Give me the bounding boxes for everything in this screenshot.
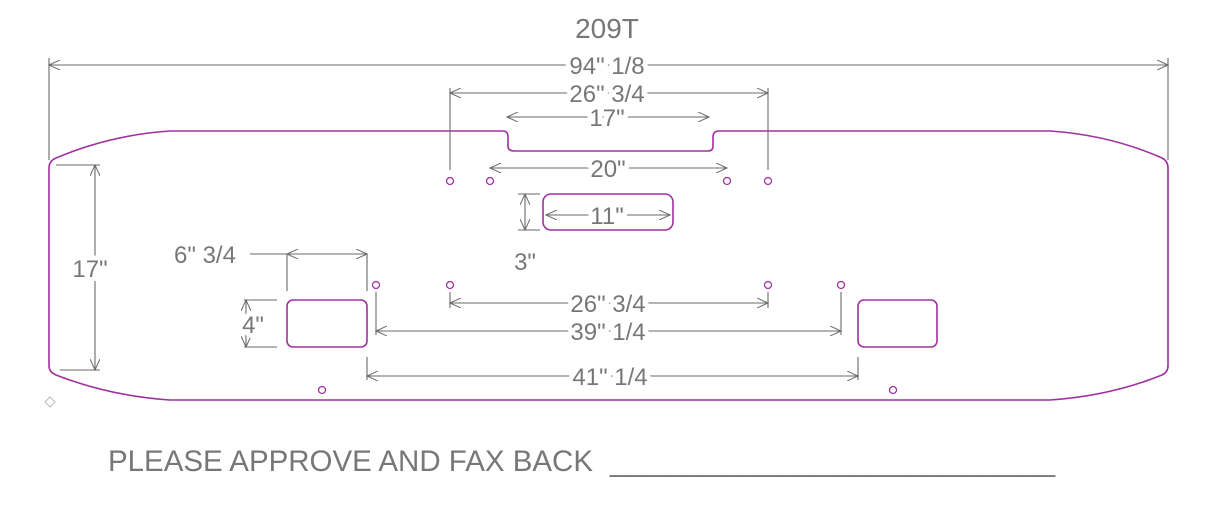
approval-text: PLEASE APPROVE AND FAX BACK	[108, 445, 593, 478]
dim-cutout-spacing: 41" 1/4	[572, 364, 647, 391]
dimension-lines	[49, 58, 1168, 380]
mounting-holes	[317, 176, 898, 395]
bumper-outline	[48, 130, 1169, 401]
right-light-cutout	[857, 299, 938, 348]
dim-light-cutout-width: 6" 3/4	[174, 242, 236, 269]
dim-notch-width: 17"	[589, 105, 624, 132]
dim-inner-top-hole-spacing: 20"	[590, 156, 625, 183]
left-light-cutout	[286, 299, 368, 348]
dim-lower-hole-spacing: 26" 3/4	[570, 291, 645, 318]
signature-line[interactable]: ________________________	[609, 445, 1057, 478]
origin-marker	[44, 396, 56, 408]
dim-overall-width: 94" 1/8	[569, 53, 644, 80]
dim-overall-height: 17"	[72, 256, 107, 283]
dim-top-hole-spacing: 26" 3/4	[569, 81, 644, 108]
center-slot	[542, 193, 674, 231]
dim-slot-height: 3"	[514, 249, 536, 276]
dim-slot-width: 11"	[590, 203, 623, 230]
dim-light-cutout-height: 4"	[242, 312, 264, 339]
drawing-title: 209T	[575, 13, 639, 44]
dim-middle-hole-spacing: 39" 1/4	[570, 319, 645, 346]
